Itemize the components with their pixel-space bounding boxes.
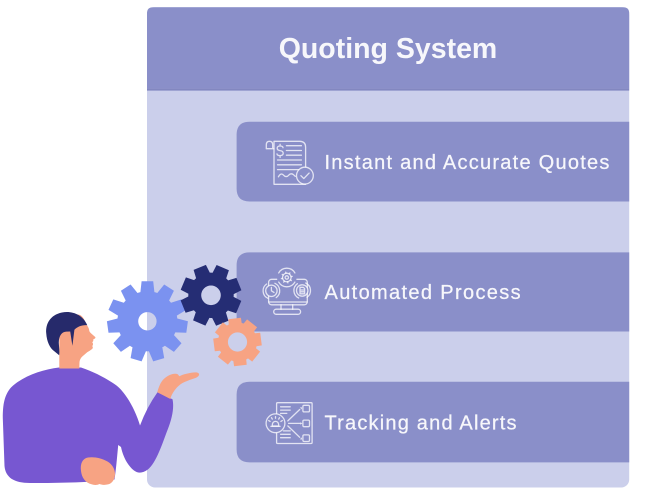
svg-text:Quoting System: Quoting System: [279, 33, 498, 65]
svg-text:Tracking and Alerts: Tracking and Alerts: [325, 412, 518, 434]
svg-text:Instant and Accurate Quotes: Instant and Accurate Quotes: [325, 152, 611, 174]
svg-text:Automated Process: Automated Process: [325, 282, 522, 304]
